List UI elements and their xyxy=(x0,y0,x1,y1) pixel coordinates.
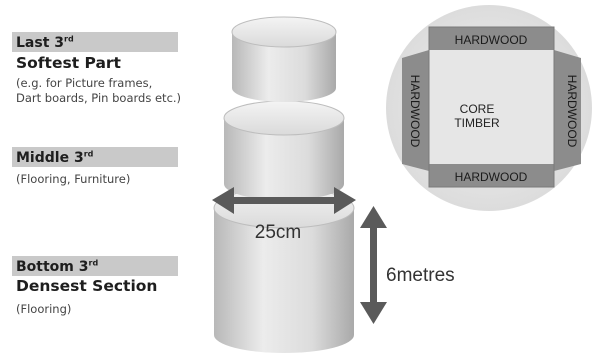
hardwood-bottom xyxy=(429,164,554,187)
hardwood-bottom-label: HARDWOOD xyxy=(455,170,528,184)
core-label-line1: CORE xyxy=(460,102,495,116)
note-line: (e.g. for Picture frames, xyxy=(16,76,153,90)
section-note-bottom-third: (Flooring) xyxy=(16,302,71,317)
trunk-top-segment xyxy=(231,16,337,102)
section-heading-densest: Densest Section xyxy=(16,277,158,295)
section-label-last-third: Last 3rd xyxy=(16,34,74,51)
diameter-label: 25cm xyxy=(255,222,301,243)
hardwood-top xyxy=(429,27,554,50)
note-line: (Flooring) xyxy=(16,302,72,316)
core-label-line2: TIMBER xyxy=(454,116,500,130)
section-label-bottom-third: Bottom 3rd xyxy=(16,258,99,275)
core-timber-area xyxy=(429,50,554,171)
section-heading-softest: Softest Part xyxy=(16,54,121,72)
height-label: 6metres xyxy=(386,265,455,286)
section-note-last-third: (e.g. for Picture frames, Dart boards, P… xyxy=(16,76,181,106)
cross-section xyxy=(386,5,592,211)
note-line: (Flooring, Furniture) xyxy=(16,172,131,186)
hardwood-left xyxy=(402,50,429,171)
height-arrow xyxy=(360,206,387,324)
section-note-middle-third: (Flooring, Furniture) xyxy=(16,172,130,187)
hardwood-left-label: HARDWOOD xyxy=(408,75,422,148)
hardwood-right-label: HARDWOOD xyxy=(565,75,579,148)
hardwood-top-label: HARDWOOD xyxy=(455,33,528,47)
trunk-bottom-segment xyxy=(213,187,355,353)
trunk-middle-segment xyxy=(223,100,345,200)
section-band-middle-third: Middle 3rd xyxy=(12,147,178,167)
section-band-last-third: Last 3rd xyxy=(12,32,178,52)
section-label-middle-third: Middle 3rd xyxy=(16,149,94,166)
diameter-arrow xyxy=(212,187,356,214)
section-band-bottom-third: Bottom 3rd xyxy=(12,256,178,276)
hardwood-right xyxy=(554,50,581,171)
note-line: Dart boards, Pin boards etc.) xyxy=(16,91,182,105)
